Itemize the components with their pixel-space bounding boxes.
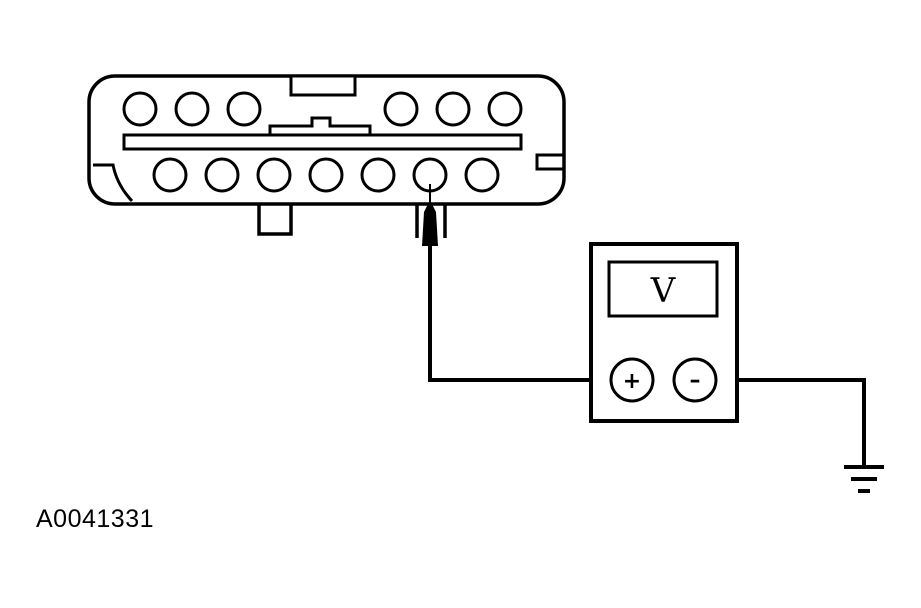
- negative-terminal-label: –: [690, 368, 701, 393]
- connector-pin: [487, 91, 523, 127]
- negative-terminal: [672, 357, 718, 403]
- voltmeter: V + –: [589, 242, 739, 423]
- positive-lead: [428, 246, 611, 382]
- connector-bottom-lock: [257, 204, 293, 236]
- voltmeter-display: [607, 260, 719, 318]
- test-leads: [428, 246, 866, 466]
- connector-pin: [226, 91, 262, 127]
- bottom-row-pins: [152, 157, 500, 193]
- connector-pin: [152, 157, 188, 193]
- positive-terminal-label: +: [623, 369, 641, 394]
- probe-body: [422, 200, 438, 246]
- positive-terminal: [609, 357, 655, 403]
- connector-side-notch: [535, 153, 566, 171]
- connector-pin: [122, 91, 158, 127]
- negative-lead: [716, 378, 866, 466]
- connector-corner-mark: [93, 163, 134, 203]
- top-row-pins: [122, 91, 523, 127]
- ground-icon: [844, 465, 884, 493]
- connector-pin: [204, 157, 240, 193]
- connector-pin: [435, 91, 471, 127]
- connector-pin: [464, 157, 500, 193]
- connector-pin: [174, 91, 210, 127]
- connector-divider: [122, 133, 523, 151]
- figure-id: A0041331: [36, 505, 155, 533]
- connector-pin: [360, 157, 396, 193]
- connector-pin: [308, 157, 344, 193]
- connector-key: [268, 116, 372, 135]
- connector-top-tab: [289, 74, 357, 97]
- voltmeter-display-label: V: [650, 271, 677, 311]
- probe-tip: [422, 184, 438, 246]
- connector-pin: [256, 157, 292, 193]
- connector-pin: [383, 91, 419, 127]
